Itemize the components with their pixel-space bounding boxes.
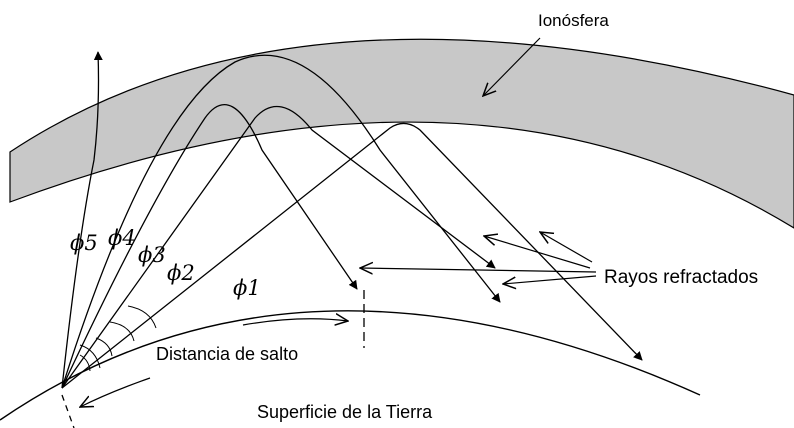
angle-label-phi3: ϕ3: [138, 243, 166, 267]
ionosphere-band: [9, 38, 794, 229]
ionosphere-pointer: [483, 37, 541, 96]
refracted-pointers: [360, 232, 597, 284]
angle-arcs: [79, 305, 157, 372]
angle-label-phi1: ϕ1: [233, 276, 261, 300]
skip-distance-label: Distancia de salto: [156, 344, 298, 364]
skip-arrow-right: [242, 319, 348, 325]
ray-phi2: [61, 105, 496, 389]
ray-phi4: [61, 54, 501, 389]
refracted-rays-label: Rayos refractados: [604, 267, 758, 288]
ray-phi3: [61, 104, 358, 389]
ray-phi1: [61, 122, 643, 389]
earth-surface-label: Superficie de la Tierra: [257, 402, 433, 422]
ray-phi5: [61, 51, 103, 389]
angle-label-phi4: ϕ4: [108, 226, 136, 250]
skip-arrow-left: [80, 377, 151, 407]
angle-label-phi5: ϕ5: [70, 231, 98, 255]
ionosphere-label: Ionósfera: [538, 11, 609, 30]
skip-marker-origin: [61, 394, 75, 428]
angle-label-phi2: ϕ2: [167, 261, 195, 285]
earth-surface-curve: [0, 310, 701, 421]
